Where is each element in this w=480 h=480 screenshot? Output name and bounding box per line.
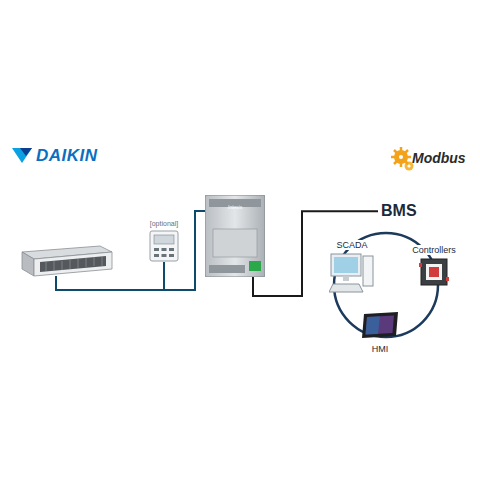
diagram-node: HMI: [358, 312, 402, 356]
logo-text: DAIKIN: [36, 146, 98, 166]
remote-icon: [149, 230, 179, 262]
unit-wire: [56, 276, 163, 290]
indoor-unit: [22, 246, 112, 276]
logo-text: Modbus: [412, 150, 466, 166]
node-icon: [326, 252, 378, 296]
diagram-node: [optional]: [146, 212, 182, 262]
diagram-node: Controllers: [407, 239, 461, 287]
node-label: [optional]: [150, 220, 178, 228]
daikin-mark: [12, 148, 32, 163]
controller-icon: [419, 257, 449, 287]
node-label: Controllers: [410, 245, 458, 255]
modbus-gears: [391, 147, 414, 171]
connector-line: [253, 211, 378, 296]
diagram-node: BMS: [381, 202, 417, 220]
node-label: SCADA: [334, 240, 369, 250]
tablet-icon: [360, 312, 400, 338]
computer-icon: [329, 252, 375, 296]
daikin-mark: [20, 148, 32, 156]
node-icon: [407, 257, 461, 287]
node-icon: [358, 312, 402, 338]
node-label: BMS: [381, 202, 417, 220]
node-label: HMI: [370, 344, 391, 354]
diagram-node: SCADA: [326, 234, 378, 296]
node-icon: [146, 230, 182, 262]
node-label: Intesis: [228, 201, 242, 211]
diagram-node: Intesis: [205, 195, 265, 277]
